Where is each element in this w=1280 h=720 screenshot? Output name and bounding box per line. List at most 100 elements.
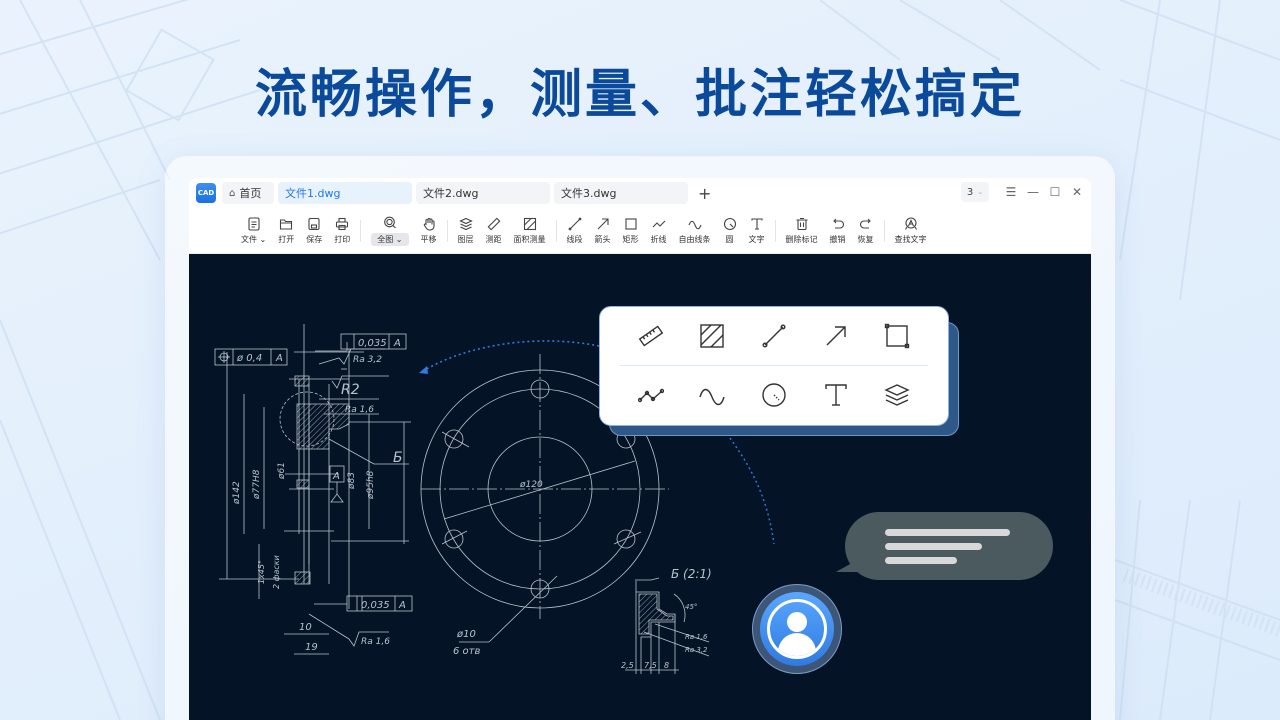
find-text-button[interactable]: 查找文字 (889, 211, 933, 251)
add-tab-button[interactable]: + (698, 183, 712, 203)
roughness-label: Ra 1,6 (345, 405, 374, 415)
text-button[interactable]: 文字 (743, 211, 771, 251)
popup-text-button[interactable] (821, 380, 851, 410)
user-icon (767, 599, 827, 659)
page-headline: 流畅操作，测量、批注轻松搞定 (254, 65, 1025, 125)
popup-ruler-button[interactable] (636, 321, 666, 351)
drawing-canvas[interactable]: ø 0,4 A 0,035 A Ra 3,2 R2 Ra 1,6 Б A 0,0… (189, 254, 1091, 720)
user-avatar[interactable] (752, 584, 842, 674)
user-icon-head (787, 612, 807, 632)
roughness-label: Ra 1,6 (685, 633, 708, 641)
measure-area-button[interactable]: 面积测量 (508, 211, 552, 251)
app-logo: CAD (196, 183, 216, 203)
popup-rectangle-button[interactable] (882, 321, 912, 351)
open-button[interactable]: 打开 (272, 211, 300, 251)
popup-divider (620, 365, 928, 366)
hand-pan-icon (423, 217, 435, 231)
file-menu-button[interactable]: 文件 ⌄ (235, 211, 272, 251)
delete-markup-button[interactable]: 删除标记 (780, 211, 824, 251)
freehand-curve-icon (699, 388, 726, 406)
layers-button[interactable]: 图层 (452, 211, 480, 251)
circle-icon (762, 383, 786, 407)
popup-line-button[interactable] (759, 321, 789, 351)
tool-label: 线段 (566, 234, 583, 244)
section-label: Б (393, 450, 403, 466)
dotted-arrow-path (424, 340, 600, 371)
redo-icon (859, 218, 871, 229)
trash-icon (796, 217, 807, 230)
save-button[interactable]: 保存 (300, 211, 328, 251)
minimize-button[interactable]: — (1027, 185, 1039, 199)
page-select[interactable]: 3 ⌄ (961, 182, 989, 202)
popup-freehand-button[interactable] (697, 380, 727, 410)
circle-button[interactable]: 圆 (717, 211, 743, 251)
tab-label: 文件1.dwg (285, 187, 341, 200)
tab-label: 首页 (239, 187, 262, 200)
tolerance-value: 0,035 (361, 600, 390, 611)
tool-label: 平移 (420, 234, 437, 244)
popup-area-button[interactable] (697, 321, 727, 351)
line-segment-icon (568, 217, 581, 230)
tool-label: 面积测量 (513, 234, 546, 244)
tab-file3[interactable]: 文件3.dwg (554, 182, 688, 204)
maximize-button[interactable]: ☐ (1049, 185, 1061, 199)
popup-layers-button[interactable] (882, 380, 912, 410)
radius-label: R2 (341, 382, 360, 398)
polyline-icon (637, 388, 664, 403)
roughness-label: Ra 1,6 (361, 637, 390, 647)
popup-polyline-button[interactable] (636, 380, 666, 410)
print-icon (336, 217, 349, 230)
pan-button[interactable]: 平移 (415, 211, 443, 251)
page-select-value: 3 (966, 186, 974, 198)
tool-label: 折线 (650, 234, 667, 244)
tool-label: 全图 ⌄ (371, 232, 409, 246)
angle-label: 45° (685, 603, 697, 611)
dotted-connector-path (726, 433, 775, 545)
toolbar-divider (555, 219, 557, 242)
line-segment-button[interactable]: 线段 (561, 211, 589, 251)
dimension-label: ø10 (456, 629, 476, 640)
measure-distance-button[interactable]: 测距 (480, 211, 508, 251)
dimension-label: 8 (664, 661, 669, 670)
comment-bubble[interactable] (845, 512, 1053, 580)
tab-bar: CAD ⌂ 首页 文件1.dwg 文件2.dwg 文件3.dwg + 3 ⌄ ☰… (189, 178, 1091, 208)
tab-file2[interactable]: 文件2.dwg (416, 182, 550, 204)
rectangle-icon (624, 217, 637, 230)
home-icon: ⌂ (229, 187, 236, 199)
print-button[interactable]: 打印 (328, 211, 356, 251)
freehand-curve-icon (687, 220, 702, 229)
ruler-icon (638, 325, 664, 347)
polyline-button[interactable]: 折线 (645, 211, 673, 251)
zoom-all-button[interactable]: 全图 ⌄ (365, 211, 414, 251)
popup-circle-button[interactable] (759, 380, 789, 410)
popup-arrow-button[interactable] (821, 321, 851, 351)
layers-icon (458, 217, 473, 230)
cad-drawing: ø 0,4 A 0,035 A Ra 3,2 R2 Ra 1,6 Б A 0,0… (214, 324, 775, 674)
tool-label: 图层 (457, 234, 474, 244)
menu-icon[interactable]: ☰ (1005, 185, 1017, 199)
ruler-icon (487, 217, 500, 230)
tolerance-value: 0,035 (358, 338, 387, 349)
tab-file1[interactable]: 文件1.dwg (278, 182, 412, 204)
dimension-label: 2,5 (621, 661, 634, 670)
find-text-icon (904, 216, 917, 230)
area-hatch-icon (523, 217, 536, 230)
tool-label: 箭头 (594, 234, 611, 244)
freehand-button[interactable]: 自由线条 (673, 211, 717, 251)
undo-button[interactable]: 撤销 (824, 211, 852, 251)
close-button[interactable]: ✕ (1071, 185, 1083, 199)
datum-label: A (398, 600, 406, 611)
tool-label: 保存 (306, 234, 323, 244)
arrow-button[interactable]: 箭头 (589, 211, 617, 251)
toolbar-divider (774, 219, 776, 242)
detail-title: Б (2:1) (671, 567, 712, 581)
folder-open-icon (280, 218, 293, 230)
arrowhead-icon (419, 366, 428, 374)
tool-label: 打开 (278, 234, 295, 244)
redo-button[interactable]: 恢复 (852, 211, 880, 251)
tab-home[interactable]: ⌂ 首页 (222, 182, 274, 204)
chevron-down-icon: ⌄ (977, 188, 984, 196)
line-segment-icon (762, 324, 786, 348)
rectangle-button[interactable]: 矩形 (617, 211, 645, 251)
roughness-label: Ra 3,2 (353, 355, 382, 365)
